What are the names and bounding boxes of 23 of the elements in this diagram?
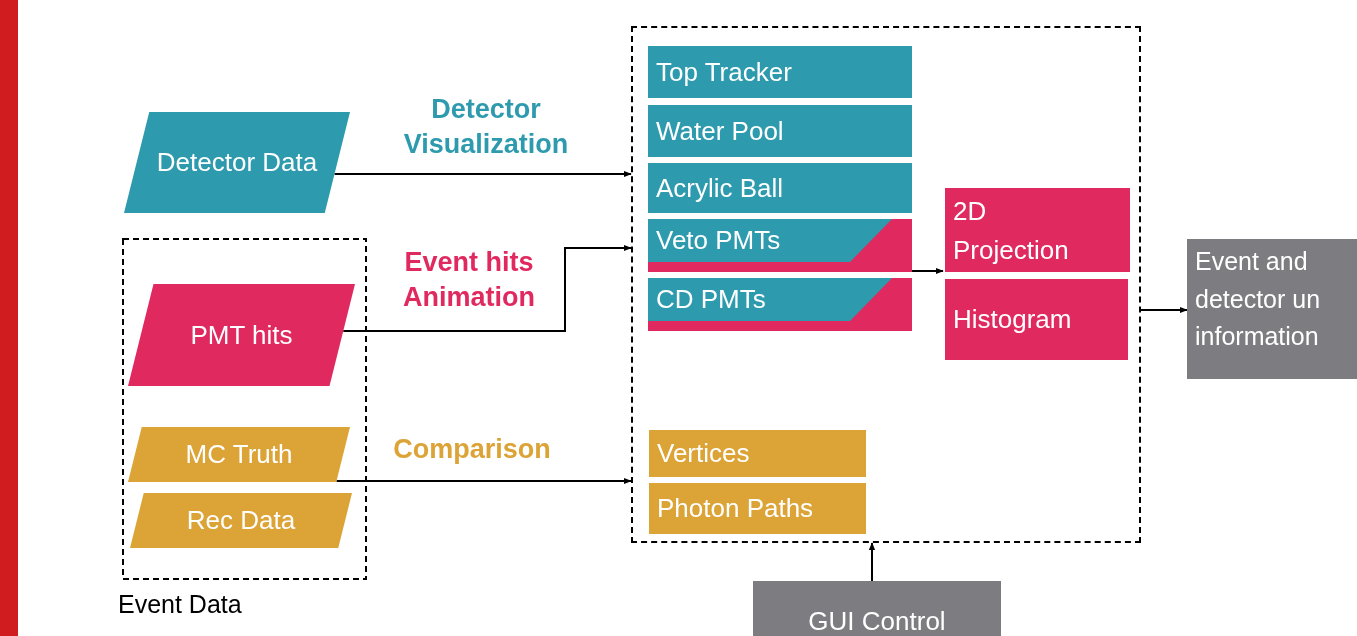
arrow: [335, 477, 632, 485]
arrow: [909, 267, 944, 275]
data-parallelogram: Detector Data: [124, 112, 350, 213]
arrow: [333, 170, 632, 178]
component-box: Acrylic Ball: [648, 163, 912, 213]
data-parallelogram: PMT hits: [128, 284, 355, 386]
arrow: [868, 542, 876, 582]
component-box: Photon Paths: [649, 483, 866, 534]
group-title: Event Data: [118, 590, 242, 619]
component-box: GUI Control: [753, 581, 1001, 636]
arrow: [1140, 306, 1188, 314]
arrow: [342, 244, 632, 332]
data-parallelogram: MC Truth: [128, 427, 350, 482]
split-color-box: CD PMTs: [648, 278, 912, 331]
component-box: 2D Projection: [945, 188, 1130, 272]
data-parallelogram: Rec Data: [130, 493, 352, 548]
split-color-box: Veto PMTs: [648, 219, 912, 272]
component-box: Water Pool: [648, 105, 912, 157]
component-box: Histogram: [945, 279, 1128, 360]
dashed-group-box: [631, 26, 1141, 543]
component-box: Top Tracker: [648, 46, 912, 98]
component-box: Event and detector un information: [1187, 239, 1357, 379]
component-box: Vertices: [649, 430, 866, 477]
